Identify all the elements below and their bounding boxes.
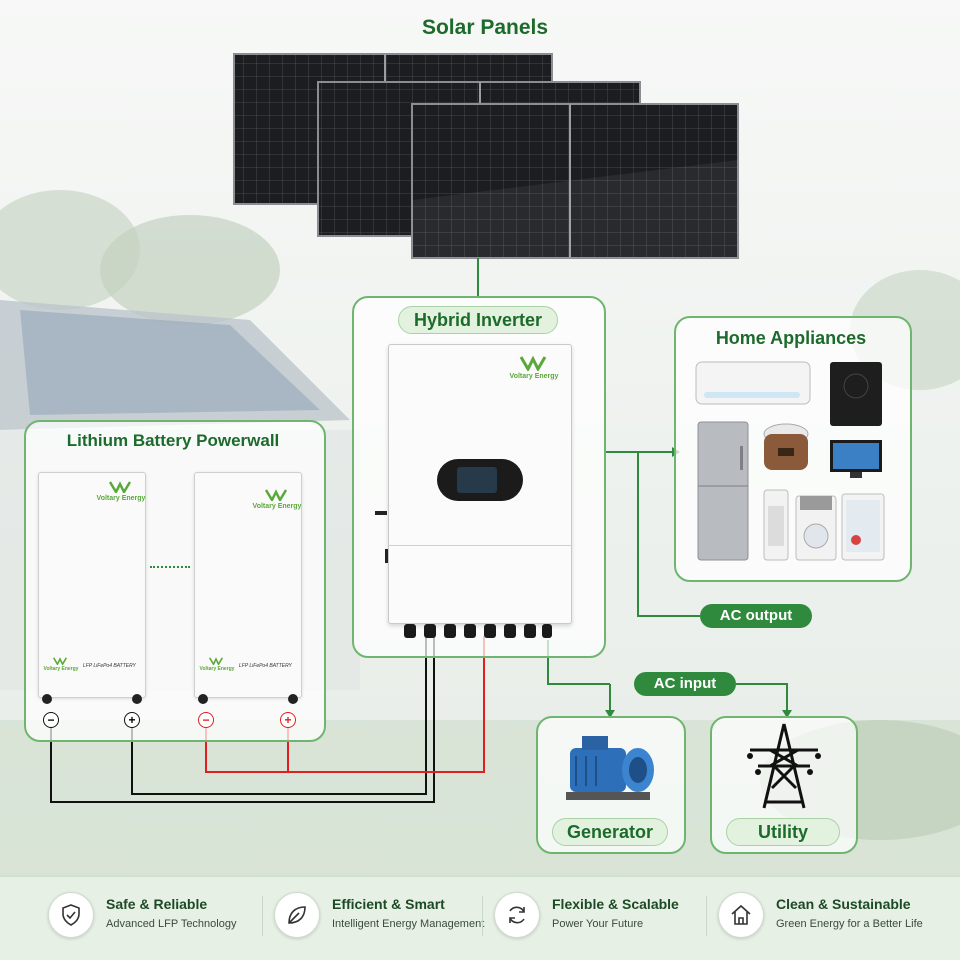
- washing-machine-icon: [795, 495, 837, 561]
- generator-title: Generator: [552, 818, 668, 846]
- battery-brand-small: Voltary Energy: [199, 666, 235, 672]
- house-icon: [731, 904, 751, 925]
- inverter-unit: Voltary Energy: [375, 344, 572, 624]
- home-appliances-title: Home Appliances: [715, 328, 867, 348]
- feature-divider: [262, 896, 263, 936]
- feature-subtitle: Intelligent Energy Management: [332, 918, 485, 930]
- terminal-positive-left: +: [124, 712, 140, 728]
- feature-clean-sustainable: Clean & Sustainable Green Energy for a B…: [718, 888, 938, 948]
- battery-brand: Voltary Energy: [252, 503, 302, 510]
- feature-title: Clean & Sustainable: [776, 896, 911, 912]
- inverter-connectors: [404, 624, 552, 638]
- terminal-negative-left: −: [43, 712, 59, 728]
- terminal-positive-right: +: [280, 712, 296, 728]
- battery-brand-small: Voltary Energy: [43, 666, 79, 672]
- solar-panel-front: [411, 103, 739, 259]
- battery-unit-right: Voltary Energy Voltary Energy LFP LiFePo…: [194, 472, 302, 698]
- terminal-negative-right: −: [198, 712, 214, 728]
- feature-title: Safe & Reliable: [106, 896, 208, 912]
- inverter-screen: [457, 467, 497, 493]
- inverter-handle: [375, 511, 387, 515]
- feature-divider: [706, 896, 707, 936]
- feature-efficient-smart: Efficient & Smart Intelligent Energy Man…: [274, 888, 484, 948]
- feature-icon-circle: [274, 892, 320, 938]
- feature-icon-circle: [494, 892, 540, 938]
- feature-divider: [482, 896, 483, 936]
- battery-powerwall-title: Lithium Battery Powerwall: [66, 431, 280, 450]
- ac-input-label: AC input: [634, 672, 736, 696]
- refrigerator-icon: [697, 421, 749, 561]
- ac-output-label: AC output: [700, 604, 812, 628]
- solar-panels-title: Solar Panels: [421, 16, 549, 39]
- induction-cooker-icon: [830, 362, 882, 426]
- battery-dotted-connector: [150, 566, 190, 568]
- appliances-illustration: [695, 361, 885, 561]
- air-conditioner-icon: [695, 361, 811, 405]
- television-icon: [830, 440, 882, 478]
- feature-icon-circle: [718, 892, 764, 938]
- battery-wheels-left: [40, 694, 144, 704]
- feature-title: Flexible & Scalable: [552, 896, 679, 912]
- solar-panels-image: [233, 53, 739, 259]
- feature-subtitle: Advanced LFP Technology: [106, 918, 237, 930]
- rice-cooker-icon: [763, 423, 809, 470]
- voltary-logo-icon: [109, 481, 131, 493]
- feature-subtitle: Green Energy for a Better Life: [776, 918, 923, 930]
- mini-fridge-icon: [841, 493, 885, 561]
- battery-wheels-right: [196, 694, 300, 704]
- refresh-icon: [509, 906, 525, 924]
- shield-check-icon: [62, 904, 80, 926]
- leaf-icon: [288, 906, 306, 924]
- utility-title: Utility: [726, 818, 840, 846]
- feature-flexible-scalable: Flexible & Scalable Power Your Future: [494, 888, 694, 948]
- battery-brand: Voltary Energy: [96, 495, 146, 502]
- inverter-divider: [389, 545, 571, 546]
- battery-label: LFP LiFePo4 BATTERY: [239, 663, 292, 669]
- voltary-logo-icon: [53, 657, 67, 665]
- voltary-logo-icon: [209, 657, 223, 665]
- inverter-brand: Voltary Energy: [509, 373, 559, 380]
- battery-unit-left: Voltary Energy Voltary Energy LFP LiFePo…: [38, 472, 146, 698]
- voltary-logo-icon: [519, 355, 547, 371]
- feature-subtitle: Power Your Future: [552, 918, 644, 930]
- feature-icon-circle: [48, 892, 94, 938]
- feature-title: Efficient & Smart: [332, 896, 445, 912]
- power-tower-icon: [747, 723, 821, 809]
- inverter-latch: [385, 549, 388, 563]
- generator-icon: [566, 736, 654, 800]
- battery-label: LFP LiFePo4 BATTERY: [83, 663, 136, 669]
- feature-safe-reliable: Safe & Reliable Advanced LFP Technology: [48, 888, 248, 948]
- hybrid-inverter-title: Hybrid Inverter: [398, 306, 558, 334]
- inverter-display: [437, 459, 523, 501]
- air-purifier-icon: [763, 489, 789, 561]
- voltary-logo-icon: [265, 489, 287, 501]
